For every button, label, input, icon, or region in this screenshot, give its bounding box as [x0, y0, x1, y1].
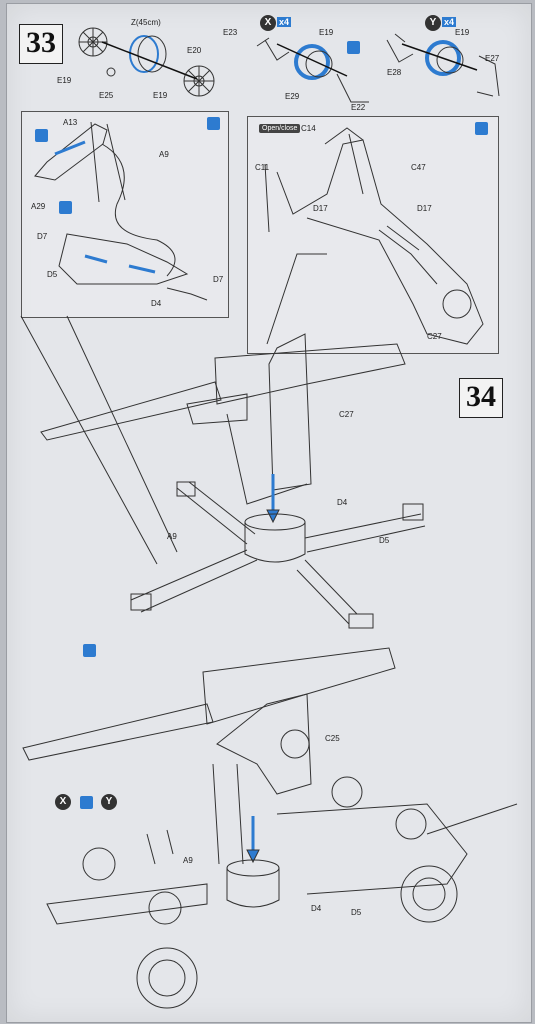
paint-icon-inset-left: [207, 117, 220, 130]
label-c27: C27: [339, 410, 354, 419]
variant-x-quantity: x4: [277, 17, 292, 27]
label-e25: E25: [99, 91, 114, 100]
instruction-page: 33: [6, 3, 532, 1023]
paint-icon-x: [347, 41, 360, 54]
label-c47: C47: [411, 163, 426, 172]
step-34-number: 34: [459, 378, 503, 418]
label-e29: E29: [285, 92, 300, 101]
step-34-drawing: [20, 253, 426, 629]
label-d4: D4: [337, 498, 348, 507]
label-e19-y: E19: [455, 28, 470, 37]
variant-y-quantity: x4: [442, 17, 457, 27]
label-d7-right: D7: [213, 275, 224, 284]
label-e28: E28: [387, 68, 402, 77]
label-a9-inset: A9: [159, 150, 169, 159]
inset-left-drawing: [34, 121, 208, 301]
label-d5: D5: [379, 536, 390, 545]
paint-icon-inset-right: [475, 122, 488, 135]
label-a9: A9: [167, 532, 177, 541]
label-d4-final: D4: [311, 904, 322, 913]
label-a9-final: A9: [183, 856, 193, 865]
paint-icon-final: [83, 644, 96, 657]
final-assembly-drawing: [22, 647, 518, 1009]
label-d5-final: D5: [351, 908, 362, 917]
label-e19-x: E19: [319, 28, 334, 37]
label-e27: E27: [485, 54, 500, 63]
final-variant-y-badge: Y: [101, 794, 117, 810]
glue-icon-a13: [35, 129, 48, 142]
variant-x-badge: X: [260, 15, 276, 31]
label-d5-inset: D5: [47, 270, 58, 279]
label-d17-left: D17: [313, 204, 328, 213]
label-z: Z(45cm): [131, 18, 161, 27]
final-variant-x-badge: X: [55, 794, 71, 810]
label-c25: C25: [325, 734, 340, 743]
step-33-top-parts-drawing: [78, 27, 500, 103]
label-e22: E22: [351, 103, 366, 112]
label-c27-inset: C27: [427, 332, 442, 341]
label-e19-left: E19: [57, 76, 72, 85]
label-e20: E20: [187, 46, 202, 55]
label-a29: A29: [31, 202, 46, 211]
variant-y-badge: Y: [425, 15, 441, 31]
inset-right-drawing: [264, 127, 484, 345]
glue-icon-a29: [59, 201, 72, 214]
label-d17-right: D17: [417, 204, 432, 213]
label-c11: C11: [255, 163, 270, 172]
open-close-tag: Open/close: [259, 124, 301, 133]
label-a13: A13: [63, 118, 78, 127]
label-c14: C14: [301, 124, 316, 133]
step-33-number: 33: [19, 24, 63, 64]
label-d7-left: D7: [37, 232, 48, 241]
paint-icon-final-variants: [80, 796, 93, 809]
label-e23: E23: [223, 28, 238, 37]
inset-right-detail: [247, 116, 499, 354]
label-d4-inset: D4: [151, 299, 162, 308]
label-e19-mid: E19: [153, 91, 168, 100]
